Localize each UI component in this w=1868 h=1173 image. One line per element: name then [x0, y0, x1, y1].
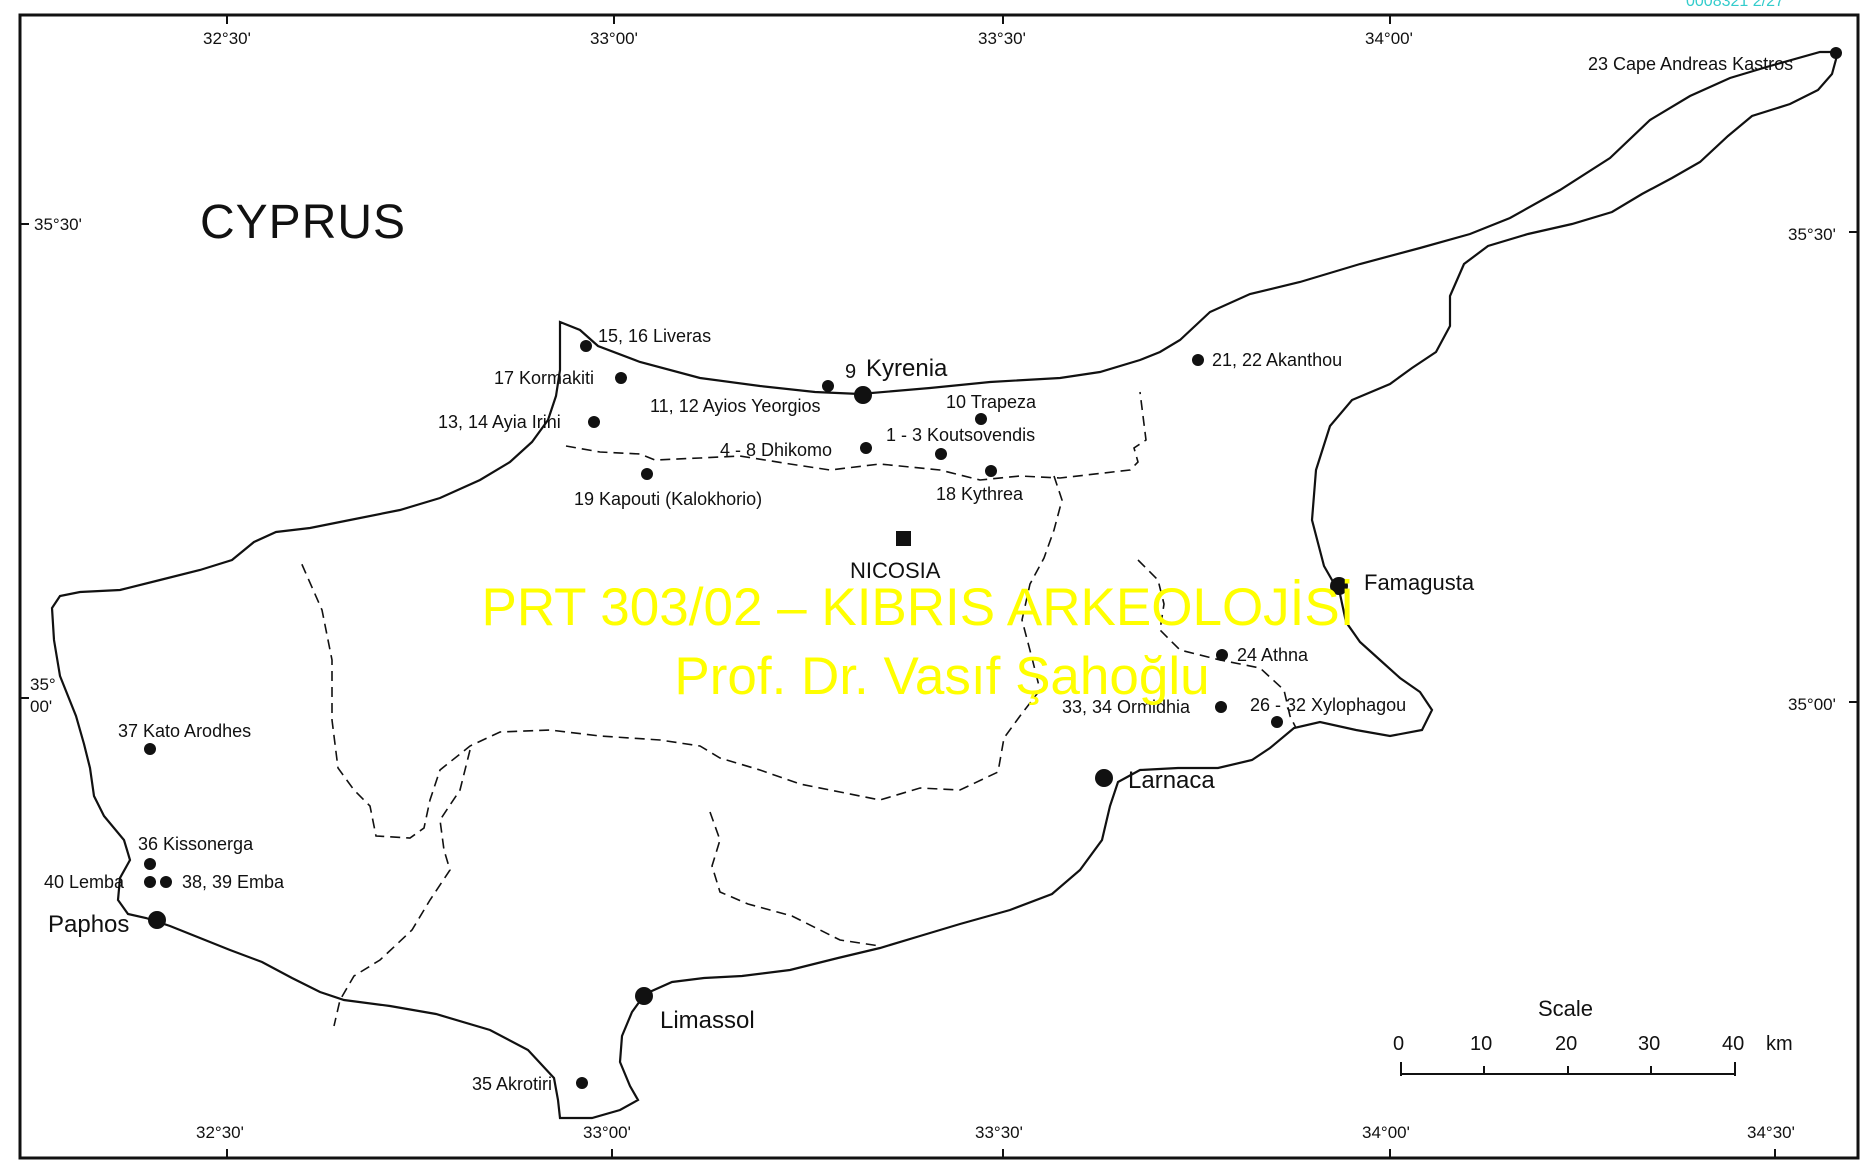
- coord-top-3330: 33°30': [978, 29, 1026, 48]
- site-15-label: 15, 16 Liveras: [598, 326, 711, 346]
- scale-title: Scale: [1538, 996, 1593, 1021]
- site-40-marker: [144, 876, 156, 888]
- coord-left-3530: 35°30': [34, 215, 82, 234]
- site-40-label: 40 Lemba: [44, 872, 125, 892]
- site-21-marker: [1192, 354, 1204, 366]
- site-36-label: 36 Kissonerga: [138, 834, 254, 854]
- site-26-label: 26 - 32 Xylophagou: [1250, 695, 1406, 715]
- district-boundaries: [299, 391, 1297, 1027]
- site-35-label: 35 Akrotiri: [472, 1074, 552, 1094]
- coord-bottom-3400: 34°00': [1362, 1123, 1410, 1142]
- site-24-label: 24 Athna: [1237, 645, 1309, 665]
- scale-bar: Scale 0 10 20 30 40 km: [1393, 996, 1793, 1076]
- site-23-label: 23 Cape Andreas Kastros: [1588, 54, 1793, 74]
- site-21-label: 21, 22 Akanthou: [1212, 350, 1342, 370]
- site-35-marker: [576, 1077, 588, 1089]
- scale-label-20: 20: [1555, 1033, 1577, 1055]
- watermark-line-1: PRT 303/02 – KIBRIS ARKEOLOJİSİ: [482, 578, 1355, 637]
- island-coastline: [50, 50, 1840, 1120]
- site-33-label: 33, 34 Ormidhia: [1062, 697, 1191, 717]
- limassol-label: Limassol: [660, 1007, 755, 1034]
- kyrenia-label: Kyrenia: [866, 355, 948, 382]
- watermark-line-2: Prof. Dr. Vasıf Şahoğlu: [674, 647, 1209, 706]
- scale-label-0: 0: [1393, 1033, 1404, 1055]
- nicosia-marker: [896, 531, 911, 546]
- site-17-marker: [615, 372, 627, 384]
- paphos-marker: [148, 911, 166, 929]
- site-23-marker: [1830, 47, 1842, 59]
- larnaca-label: Larnaca: [1128, 767, 1215, 794]
- site-38-marker: [160, 876, 172, 888]
- coord-bottom-3430: 34°30': [1747, 1123, 1795, 1142]
- site-37-label: 37 Kato Arodhes: [118, 721, 251, 741]
- site-17-label: 17 Kormakiti: [494, 368, 594, 388]
- site-26-marker: [1271, 716, 1283, 728]
- nicosia-label: NICOSIA: [850, 558, 941, 583]
- site-36-marker: [144, 858, 156, 870]
- coord-bottom-3330: 33°30': [975, 1123, 1023, 1142]
- famagusta-marker: [1330, 577, 1348, 595]
- site-24-marker: [1216, 649, 1228, 661]
- site-10-marker: [975, 413, 987, 425]
- coord-right-3500: 35°00': [1788, 695, 1836, 714]
- scale-label-10: 10: [1470, 1033, 1492, 1055]
- site-11-label: 11, 12 Ayios Yeorgios: [650, 396, 820, 416]
- graticule-ticks: [20, 15, 1858, 1158]
- map-frame: [18, 13, 1860, 1160]
- site-1-marker: [935, 448, 947, 460]
- site-18-marker: [985, 465, 997, 477]
- site-19-marker: [641, 468, 653, 480]
- site-18-label: 18 Kythrea: [936, 484, 1024, 504]
- coord-left-00: 00': [30, 697, 52, 716]
- site-13-label: 13, 14 Ayia Irini: [438, 412, 561, 432]
- coord-top-3300: 33°00': [590, 29, 638, 48]
- site-15-marker: [580, 340, 592, 352]
- famagusta-label: Famagusta: [1364, 570, 1475, 595]
- scale-unit: km: [1766, 1033, 1793, 1055]
- site-4-marker: [860, 442, 872, 454]
- coord-bottom-3300: 33°00': [583, 1123, 631, 1142]
- site-10-label: 10 Trapeza: [946, 392, 1037, 412]
- map-title: CYPRUS: [200, 196, 406, 249]
- kyrenia-number: 9: [845, 361, 856, 383]
- coord-right-3530: 35°30': [1788, 225, 1836, 244]
- coord-left-35: 35°: [30, 675, 56, 694]
- coord-top-3230: 32°30': [203, 29, 251, 48]
- site-11-marker: [822, 380, 834, 392]
- corner-code: 0008321 2/27: [1686, 0, 1784, 10]
- site-13-marker: [588, 416, 600, 428]
- coord-top-3400: 34°00': [1365, 29, 1413, 48]
- site-19-label: 19 Kapouti (Kalokhorio): [574, 489, 762, 509]
- paphos-label: Paphos: [48, 911, 129, 938]
- site-38-label: 38, 39 Emba: [182, 872, 285, 892]
- scale-label-40: 40: [1722, 1033, 1744, 1055]
- site-1-label: 1 - 3 Koutsovendis: [886, 425, 1035, 445]
- site-4-label: 4 - 8 Dhikomo: [720, 440, 832, 460]
- limassol-marker: [635, 987, 653, 1005]
- kyrenia-marker: [854, 386, 872, 404]
- scale-label-30: 30: [1638, 1033, 1660, 1055]
- coord-bottom-3230: 32°30': [196, 1123, 244, 1142]
- site-37-marker: [144, 743, 156, 755]
- larnaca-marker: [1095, 769, 1113, 787]
- site-33-marker: [1215, 701, 1227, 713]
